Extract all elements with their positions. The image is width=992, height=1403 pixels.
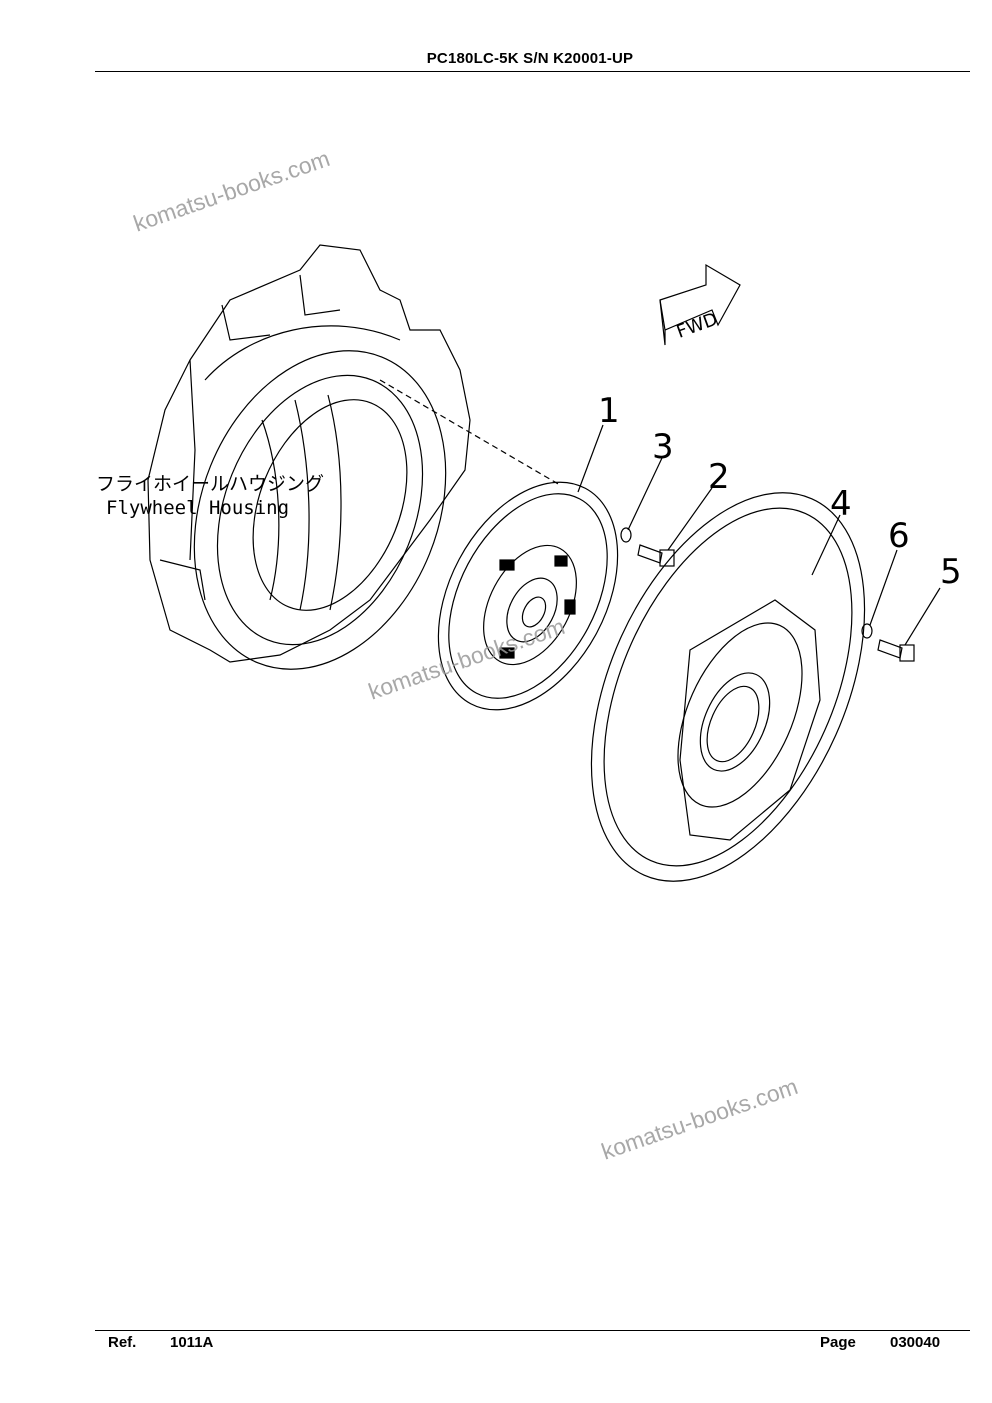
bolt-5: [877, 639, 915, 662]
callout-6: 6: [888, 516, 910, 556]
ref-value: 1011A: [170, 1334, 214, 1351]
washer-3: [620, 527, 632, 543]
page-number: 030040: [890, 1334, 941, 1351]
callout-2: 2: [708, 457, 730, 497]
fwd-arrow-icon: [659, 263, 741, 346]
fwd-label: FWD: [674, 309, 721, 343]
page-title: PC180LC-5K S/N K20001-UP: [426, 50, 634, 67]
leader-lines: [577, 424, 941, 646]
callout-5: 5: [940, 552, 962, 592]
header-rule: [95, 71, 970, 72]
ref-label: Ref.: [108, 1334, 137, 1351]
callout-1: 1: [598, 391, 620, 431]
bolt-2: [637, 544, 675, 567]
page-label: Page: [820, 1334, 856, 1351]
flywheel-housing: [147, 244, 561, 670]
washer-6: [861, 623, 873, 639]
callout-3: 3: [652, 427, 674, 467]
housing-label-jp: フライホイールハウジング: [96, 473, 324, 495]
callout-4: 4: [830, 484, 852, 524]
footer-rule: [95, 1330, 970, 1331]
flywheel-cover: [590, 492, 866, 882]
damper-disc: [437, 481, 619, 711]
housing-label-en: Flywheel Housing: [106, 497, 289, 519]
